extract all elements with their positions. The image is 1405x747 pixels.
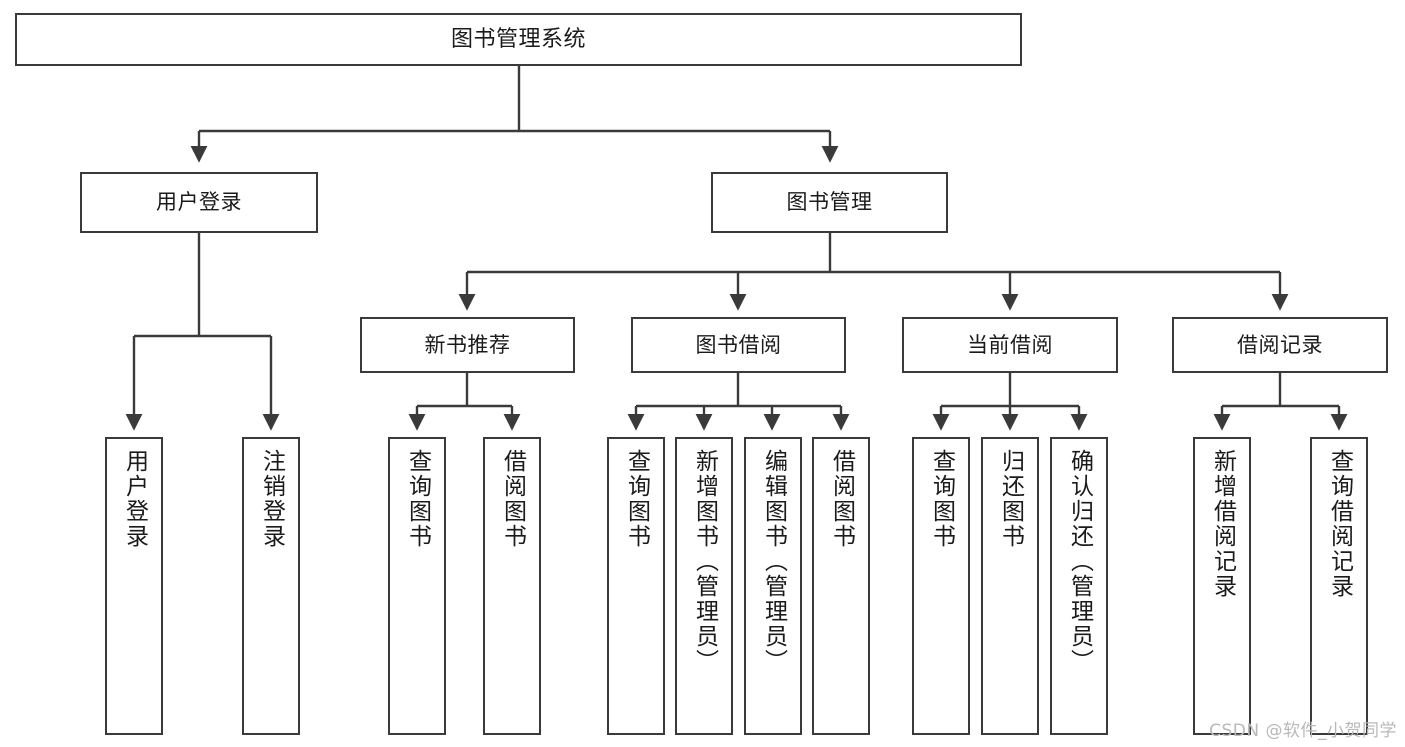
leaf-borrow-record-add[interactable]: 新增借阅记录 <box>1193 437 1251 735</box>
leaf-label: 查询图书 <box>623 449 650 549</box>
leaf-book-borrow-add[interactable]: 新增图书（管理员） <box>675 437 733 735</box>
leaf-label: 确认归还（管理员） <box>1066 449 1093 674</box>
leaf-user-login-logout[interactable]: 注销登录 <box>242 437 300 735</box>
leaf-current-borrow-query[interactable]: 查询图书 <box>912 437 970 735</box>
leaf-label: 编辑图书（管理员） <box>760 449 787 674</box>
leaf-label: 新增借阅记录 <box>1209 449 1236 599</box>
node-borrow-record[interactable]: 借阅记录 <box>1172 317 1388 373</box>
leaf-label: 新增图书（管理员） <box>691 449 718 674</box>
leaf-user-login-login[interactable]: 用户登录 <box>105 437 163 735</box>
node-book-borrow[interactable]: 图书借阅 <box>631 317 846 373</box>
leaf-new-book-borrow[interactable]: 借阅图书 <box>483 437 541 735</box>
leaf-book-borrow-edit[interactable]: 编辑图书（管理员） <box>744 437 802 735</box>
leaf-label: 归还图书 <box>997 449 1024 549</box>
leaf-book-borrow-borrow[interactable]: 借阅图书 <box>812 437 870 735</box>
leaf-current-borrow-confirm[interactable]: 确认归还（管理员） <box>1050 437 1108 735</box>
node-new-book-recommend[interactable]: 新书推荐 <box>360 317 575 373</box>
leaf-new-book-query[interactable]: 查询图书 <box>388 437 446 735</box>
leaf-label: 注销登录 <box>258 449 285 549</box>
leaf-label: 用户登录 <box>121 449 148 549</box>
node-root-system[interactable]: 图书管理系统 <box>15 13 1022 66</box>
watermark-text: CSDN @软件_小贺同学 <box>1209 721 1397 741</box>
leaf-label: 借阅图书 <box>499 449 526 549</box>
leaf-label: 查询图书 <box>928 449 955 549</box>
leaf-borrow-record-query[interactable]: 查询借阅记录 <box>1310 437 1368 735</box>
node-user-login[interactable]: 用户登录 <box>80 172 318 233</box>
node-current-borrow[interactable]: 当前借阅 <box>902 317 1118 373</box>
leaf-label: 查询借阅记录 <box>1326 449 1353 599</box>
leaf-book-borrow-query[interactable]: 查询图书 <box>607 437 665 735</box>
node-book-management[interactable]: 图书管理 <box>711 172 948 233</box>
leaf-current-borrow-return[interactable]: 归还图书 <box>981 437 1039 735</box>
leaf-label: 借阅图书 <box>828 449 855 549</box>
leaf-label: 查询图书 <box>404 449 431 549</box>
